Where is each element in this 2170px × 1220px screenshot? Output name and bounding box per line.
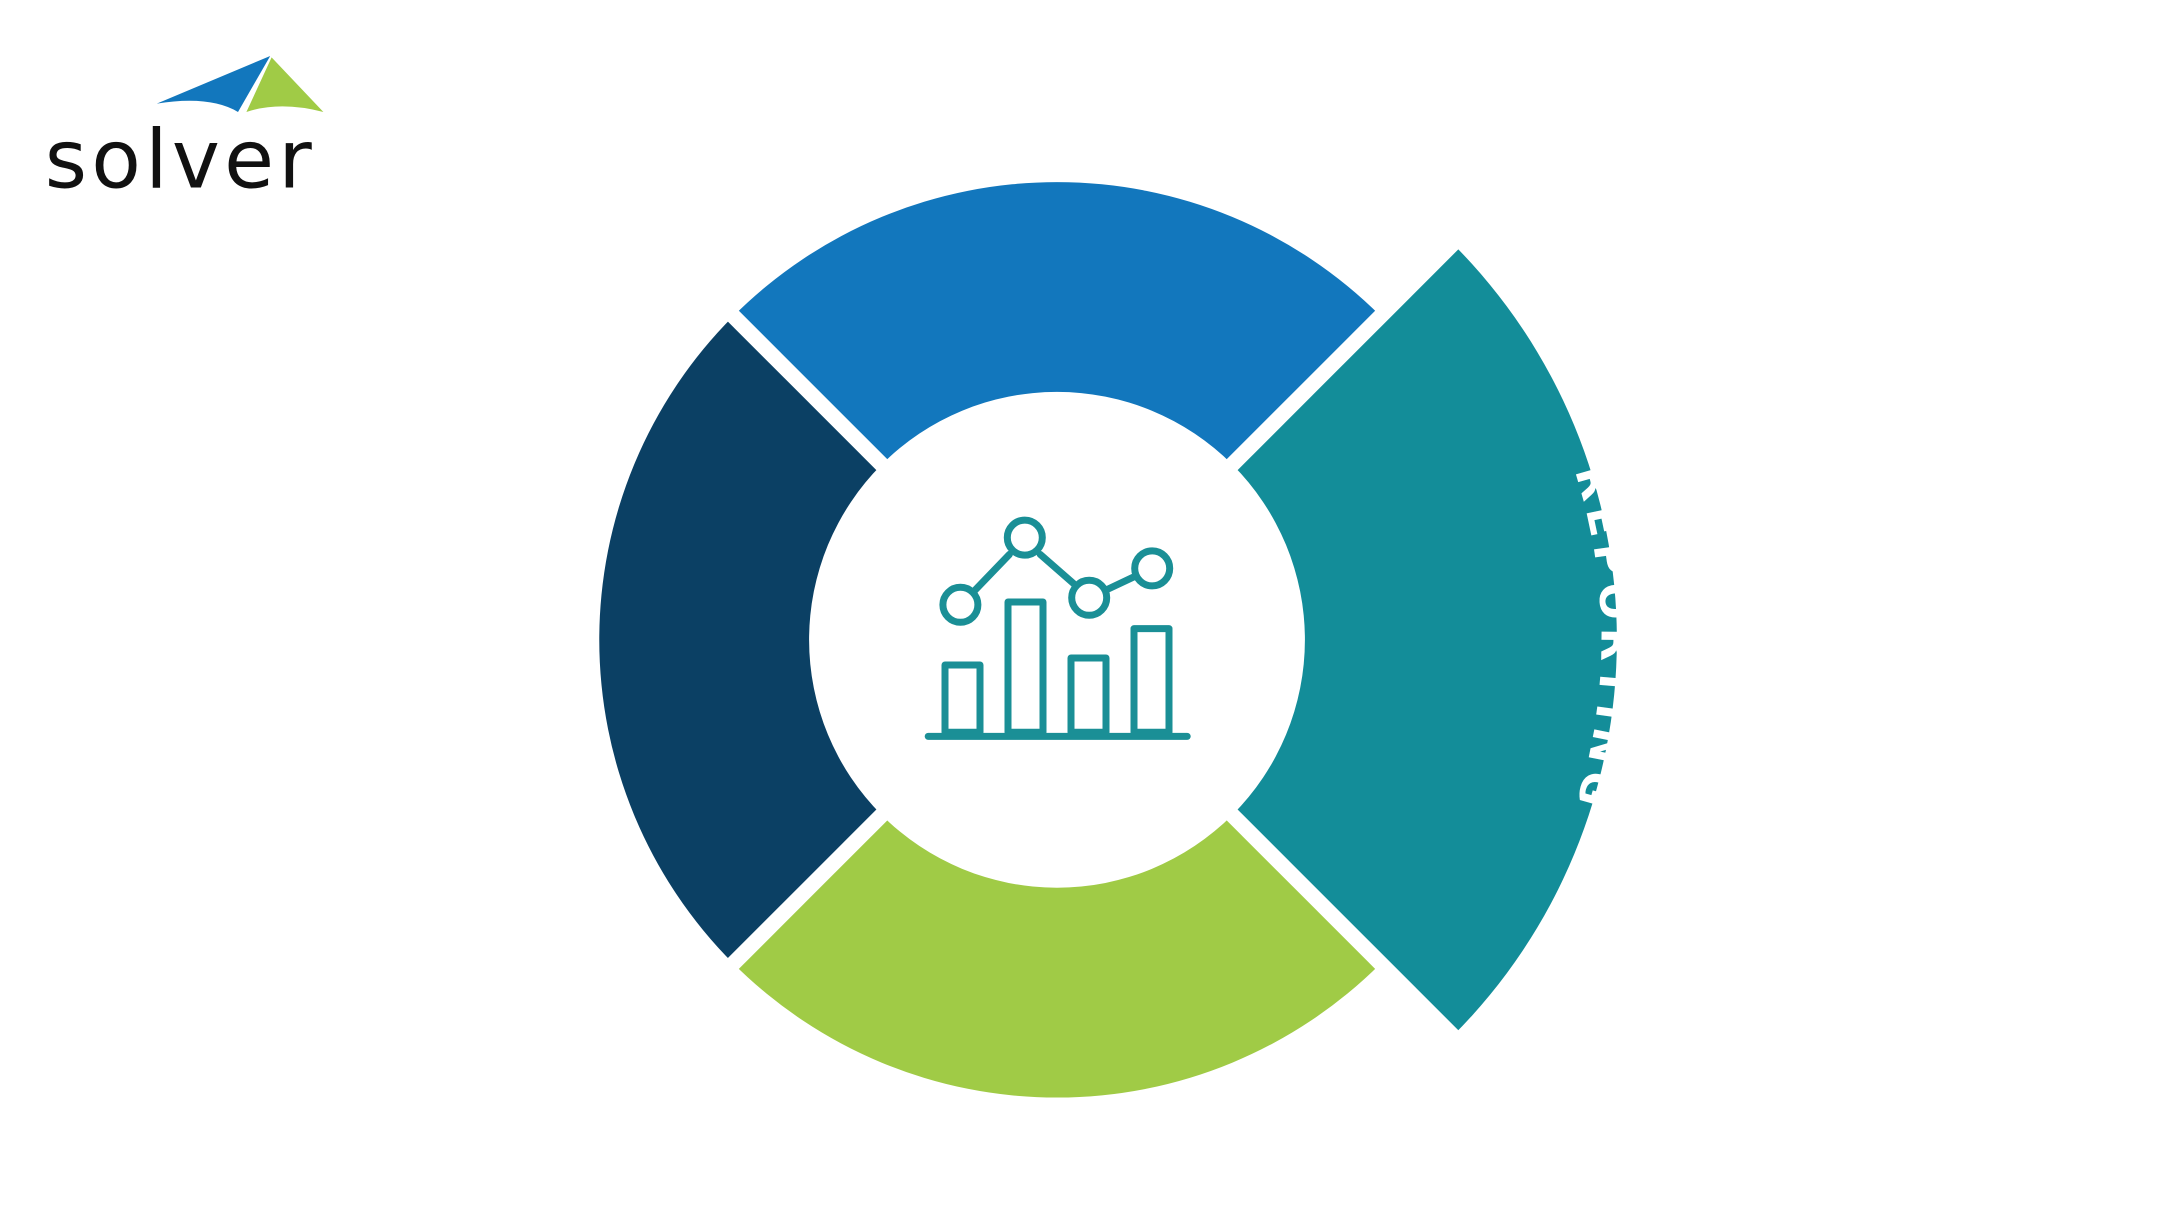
segment-consolidation (599, 316, 882, 964)
label-analysis: ANALYSIS (919, 1100, 1196, 1165)
bar-line-chart-icon (924, 516, 1191, 740)
logo-green-triangle (246, 57, 324, 112)
segment-reporting (1232, 243, 1617, 1036)
logo-blue-triangle (156, 55, 271, 112)
process-ring (599, 182, 1617, 1098)
segment-planning (733, 182, 1381, 465)
center-disc (816, 398, 1298, 881)
segment-analysis (733, 815, 1381, 1098)
logo-wordmark: solver (45, 114, 316, 208)
solver-logo: solver (45, 55, 324, 208)
